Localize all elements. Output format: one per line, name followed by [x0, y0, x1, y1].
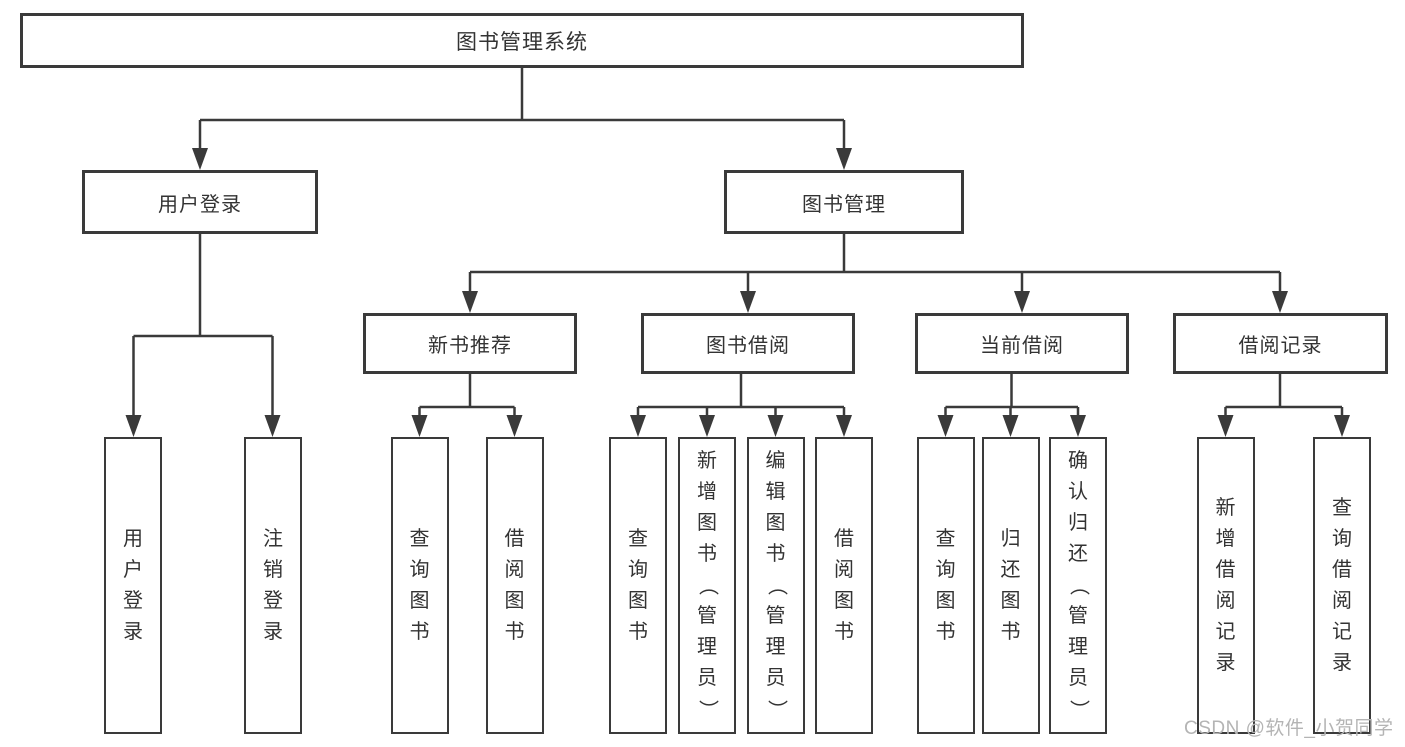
- leaf-cb-query-books: 查询图书: [916, 437, 975, 734]
- node-user-login-label: 用户登录: [158, 193, 242, 216]
- node-borrowing-records-label: 借阅记录: [1238, 335, 1323, 357]
- node-root-label: 图书管理系统: [456, 30, 588, 54]
- node-borrowing-records: 借阅记录: [1173, 313, 1388, 374]
- arrow-down-icon: [125, 415, 142, 437]
- leaf-nbr-query-books-label: 查询图书: [409, 527, 430, 643]
- leaf-logout-label: 注销登录: [263, 527, 283, 643]
- node-current-borrowing-label: 当前借阅: [980, 335, 1064, 357]
- arrow-down-icon: [740, 291, 756, 313]
- node-user-login: 用户登录: [82, 170, 318, 234]
- arrow-down-icon: [836, 415, 852, 437]
- leaf-br-add-borrow-record: 新增借阅记录: [1196, 437, 1255, 734]
- leaf-bb-borrow-books-label: 借阅图书: [834, 527, 854, 643]
- leaf-logout: 注销登录: [244, 437, 302, 734]
- arrow-down-icon: [1070, 415, 1086, 437]
- arrow-down-icon: [836, 148, 852, 170]
- leaf-cb-confirm-return-admin-label: 确认归还（管理员）: [1067, 450, 1090, 720]
- leaf-cb-confirm-return-admin: 确认归还（管理员）: [1049, 437, 1107, 734]
- leaf-user-login: 用户登录: [104, 437, 162, 734]
- arrow-down-icon: [192, 148, 208, 170]
- leaf-bb-add-book-admin-label: 新增图书（管理员）: [696, 450, 719, 720]
- leaf-user-login-label: 用户登录: [123, 527, 143, 643]
- node-root: 图书管理系统: [20, 13, 1024, 68]
- arrow-down-icon: [1014, 291, 1030, 313]
- leaf-cb-return-books: 归还图书: [981, 437, 1040, 734]
- leaf-bb-edit-book-admin: 编辑图书（管理员）: [746, 437, 805, 734]
- leaf-bb-borrow-books: 借阅图书: [815, 437, 873, 734]
- leaf-nbr-borrow-books: 借阅图书: [485, 437, 544, 734]
- connector-book-borrowing-children: [630, 374, 852, 437]
- leaf-nbr-borrow-books-label: 借阅图书: [504, 527, 525, 643]
- arrow-down-icon: [1334, 415, 1350, 437]
- leaf-bb-edit-book-admin-label: 编辑图书（管理员）: [765, 450, 787, 720]
- node-new-book-recommendation-label: 新书推荐: [428, 335, 512, 357]
- arrow-down-icon: [937, 415, 954, 437]
- connector-user-login-children: [125, 234, 281, 437]
- node-book-borrowing: 图书借阅: [641, 313, 855, 374]
- leaf-br-add-borrow-record-label: 新增借阅记录: [1215, 496, 1236, 674]
- node-book-management: 图书管理: [724, 170, 964, 234]
- arrow-down-icon: [1002, 415, 1019, 437]
- node-new-book-recommendation: 新书推荐: [363, 313, 577, 374]
- leaf-cb-query-books-label: 查询图书: [935, 527, 956, 643]
- arrow-down-icon: [411, 415, 428, 437]
- arrow-down-icon: [630, 415, 646, 437]
- arrow-down-icon: [767, 415, 784, 437]
- connector-borrowing-records-children: [1217, 374, 1350, 437]
- leaf-br-query-borrow-record: 查询借阅记录: [1313, 437, 1371, 734]
- arrow-down-icon: [506, 415, 523, 437]
- leaf-bb-query-books-label: 查询图书: [628, 527, 648, 643]
- arrow-down-icon: [699, 415, 715, 437]
- leaf-bb-query-books: 查询图书: [609, 437, 667, 734]
- watermark-text: CSDN @软件_小贺同学: [1184, 718, 1394, 739]
- arrow-down-icon: [462, 291, 478, 313]
- node-book-management-label: 图书管理: [802, 193, 886, 216]
- connector-current-borrowing-children: [937, 374, 1086, 437]
- leaf-nbr-query-books: 查询图书: [390, 437, 449, 734]
- connector-book-management-children: [462, 234, 1288, 313]
- arrow-down-icon: [1217, 415, 1234, 437]
- arrow-down-icon: [264, 415, 281, 437]
- leaf-cb-return-books-label: 归还图书: [1000, 527, 1021, 643]
- connector-root-to-level2: [192, 68, 852, 170]
- node-book-borrowing-label: 图书借阅: [706, 335, 790, 357]
- node-current-borrowing: 当前借阅: [915, 313, 1129, 374]
- connector-new-book-recommendation-children: [411, 374, 523, 437]
- arrow-down-icon: [1272, 291, 1288, 313]
- leaf-br-query-borrow-record-label: 查询借阅记录: [1332, 496, 1352, 674]
- leaf-bb-add-book-admin: 新增图书（管理员）: [678, 437, 736, 734]
